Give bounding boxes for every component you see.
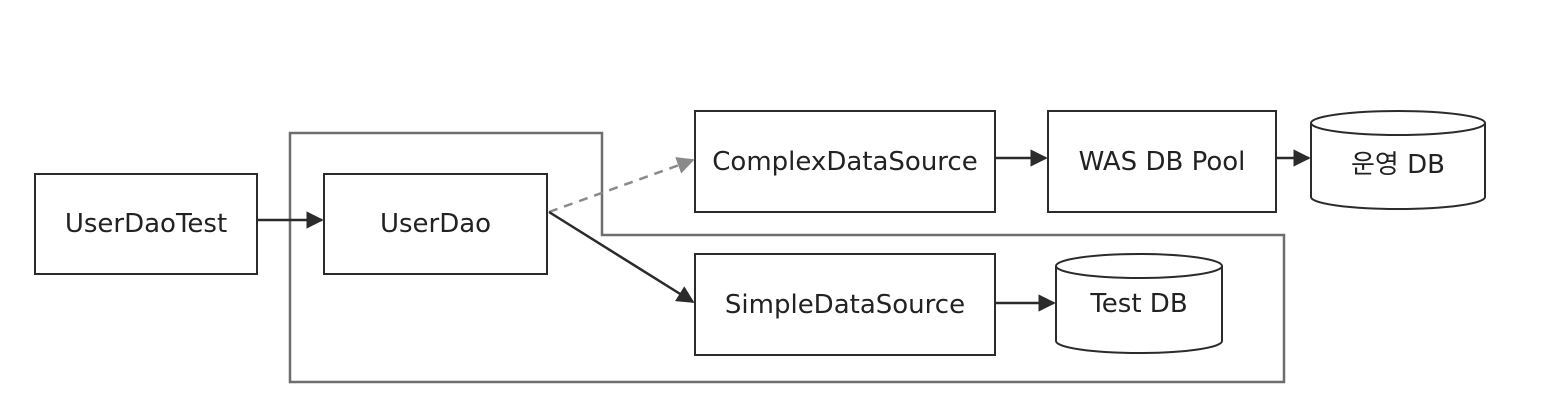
user-dao-test-box [34,173,258,275]
user-dao-box [323,173,548,275]
was-db-pool-box [1047,110,1277,213]
arrow-userdao-to-complex-dashed [548,157,695,214]
user-dao-label: UserDao [379,209,492,239]
test-db-label: Test DB [1090,289,1188,319]
simple-data-source-box [694,253,996,356]
prod-db-label: 운영 DB [1351,149,1445,180]
arrow-userdao-to-simple [548,210,695,304]
prod-db-cylinder [1310,110,1486,210]
user-dao-test-label: UserDaoTest [64,209,228,239]
complex-data-source-box [694,110,996,213]
was-db-pool-label: WAS DB Pool [1078,146,1246,177]
complex-data-source-label: ComplexDataSource [712,146,978,177]
simple-data-source-label: SimpleDataSource [724,289,966,320]
test-db-cylinder [1055,253,1223,354]
test-context-group-outline [288,131,1286,384]
